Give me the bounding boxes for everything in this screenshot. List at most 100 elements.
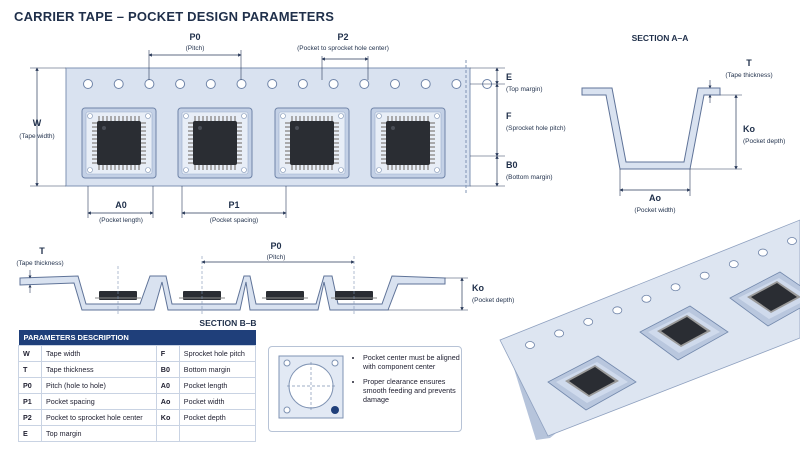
p2-desc: (Pocket to sprocket hole center) bbox=[297, 45, 389, 52]
p0-bb-desc: (Pitch) bbox=[267, 254, 286, 261]
table-cell: Pocket length bbox=[178, 377, 257, 394]
sprocket-hole bbox=[267, 79, 278, 89]
notes-box: Pocket center must be aligned with compo… bbox=[268, 346, 462, 432]
chip-leads bbox=[188, 116, 242, 170]
section-aa-title: SECTION A–A bbox=[632, 33, 689, 43]
f-symbol: F bbox=[506, 111, 512, 121]
table-cell: P0 bbox=[18, 377, 42, 394]
sprocket-hole-3d bbox=[699, 271, 710, 280]
section-bb-profile bbox=[19, 275, 446, 311]
sprocket-hole bbox=[328, 79, 339, 89]
section-bb: P0 (Pitch) T (Tape thickness) Ko (Pocket… bbox=[16, 241, 514, 328]
pockets bbox=[81, 107, 446, 179]
chip bbox=[290, 121, 334, 165]
chip-3d bbox=[751, 283, 797, 311]
p0-bb-symbol: P0 bbox=[270, 241, 281, 251]
chip bbox=[386, 121, 430, 165]
pocket-3d bbox=[729, 271, 800, 327]
sprocket-hole bbox=[451, 79, 462, 89]
section-aa-profile bbox=[581, 87, 721, 170]
sprocket-hole-3d bbox=[787, 237, 797, 245]
section-aa: SECTION A–A T (Tape thickness) Ko (Pocke… bbox=[581, 33, 785, 214]
sprocket-hole-3d bbox=[641, 294, 652, 303]
chip-3d bbox=[569, 367, 615, 395]
sprocket-hole bbox=[359, 79, 370, 89]
ao-aa-symbol: Ao bbox=[649, 193, 661, 203]
sprocket-hole bbox=[205, 79, 216, 89]
ko-aa-symbol: Ko bbox=[743, 124, 755, 134]
t-bb-desc: (Tape thickness) bbox=[16, 260, 63, 267]
sprocket-hole bbox=[420, 79, 431, 89]
table-cell: Sprocket hole pitch bbox=[178, 345, 257, 362]
table-cell: F bbox=[155, 345, 180, 362]
sprocket-hole-3d bbox=[612, 306, 623, 315]
note-item: Pocket center must be aligned with compo… bbox=[363, 353, 465, 371]
tape-3d-view bbox=[499, 219, 800, 440]
sprocket-hole-3d bbox=[670, 283, 681, 292]
table-cell: Tape width bbox=[41, 345, 157, 362]
f-desc: (Sprocket hole pitch) bbox=[506, 125, 566, 132]
sprocket-hole-3d bbox=[525, 341, 535, 349]
bb-chip bbox=[266, 291, 304, 300]
chip-leads bbox=[285, 116, 339, 170]
p0-symbol: P0 bbox=[189, 32, 200, 42]
ko-bb-desc: (Pocket depth) bbox=[472, 297, 514, 304]
sprocket-holes bbox=[83, 79, 493, 89]
table-cell: Bottom margin bbox=[178, 361, 257, 378]
sprocket-hole bbox=[390, 79, 400, 89]
p1-desc: (Pocket spacing) bbox=[210, 217, 258, 224]
pocket bbox=[274, 107, 350, 179]
top-view: P0 (Pitch) P2 (Pocket to sprocket hole c… bbox=[19, 32, 565, 224]
t-bb-symbol: T bbox=[39, 246, 45, 256]
note-item: Proper clearance ensures smooth feeding … bbox=[363, 377, 465, 404]
parameters-table-header: PARAMETERS DESCRIPTION bbox=[18, 330, 256, 346]
table-cell: B0 bbox=[155, 361, 180, 378]
table-cell bbox=[155, 425, 180, 442]
table-cell: Pitch (hole to hole) bbox=[41, 377, 157, 394]
table-cell: Pocket depth bbox=[178, 409, 257, 426]
section-bb-title: SECTION B–B bbox=[199, 318, 256, 328]
table-cell: Tape thickness bbox=[41, 361, 157, 378]
chip-leads bbox=[92, 116, 146, 170]
t-aa-desc: (Tape thickness) bbox=[725, 72, 772, 79]
table-cell: T bbox=[18, 361, 42, 378]
p0-desc: (Pitch) bbox=[186, 45, 205, 52]
sprocket-hole-3d bbox=[728, 260, 739, 269]
ko-bb-symbol: Ko bbox=[472, 283, 484, 293]
pocket-3d bbox=[639, 305, 729, 361]
table-cell: Pocket to sprocket hole center bbox=[41, 409, 157, 426]
p2-symbol: P2 bbox=[337, 32, 348, 42]
table-cell: Top margin bbox=[41, 425, 157, 442]
table-cell: P1 bbox=[18, 393, 42, 410]
e-symbol: E bbox=[506, 72, 512, 82]
table-cell: Pocket width bbox=[178, 393, 257, 410]
sprocket-hole bbox=[297, 79, 308, 89]
b0-desc: (Bottom margin) bbox=[506, 174, 553, 181]
pocket-3d bbox=[547, 355, 637, 411]
page-title: CARRIER TAPE – POCKET DESIGN PARAMETERS bbox=[14, 9, 335, 24]
sprocket-hole bbox=[175, 79, 186, 89]
b0-symbol: B0 bbox=[506, 160, 518, 170]
a0-symbol: A0 bbox=[115, 200, 127, 210]
w-desc: (Tape width) bbox=[19, 133, 54, 140]
pocket-alignment-icon bbox=[278, 355, 344, 419]
chip-3d bbox=[661, 317, 707, 345]
table-cell: Pocket spacing bbox=[41, 393, 157, 410]
sprocket-hole-3d bbox=[757, 248, 768, 257]
w-symbol: W bbox=[33, 118, 42, 128]
table-cell: W bbox=[18, 345, 42, 362]
sprocket-hole-3d bbox=[554, 329, 565, 338]
t-aa-symbol: T bbox=[746, 58, 752, 68]
chip-leads bbox=[381, 116, 435, 170]
pocket bbox=[177, 107, 253, 179]
chip bbox=[97, 121, 141, 165]
a0-desc: (Pocket length) bbox=[99, 217, 143, 224]
